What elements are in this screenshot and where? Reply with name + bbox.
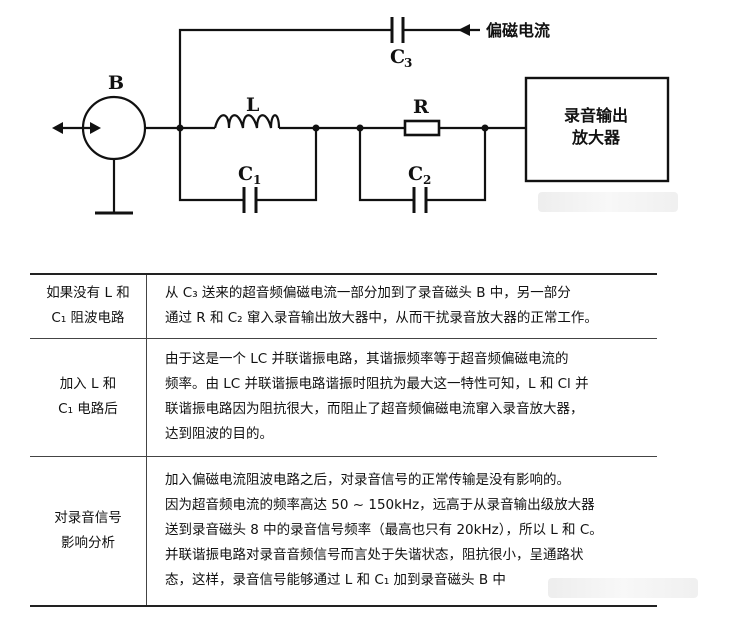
row-value: 由于这是一个 LC 并联谐振电路，其谐振频率等于超音频偏磁电流的频率。由 LC … [146,337,657,456]
junction-dot [176,124,184,132]
bias-current-label: 偏磁电流 [486,21,550,40]
double-arrow-icon [52,122,63,134]
amplifier-line2: 放大器 [571,128,621,147]
table-row: 对录音信号影响分析 加入偏磁电流阻波电路之后，对录音信号的正常传输是没有影响的。… [30,455,657,606]
amplifier-line1: 录音输出 [564,106,628,125]
inductor-coil [213,114,281,129]
junction-dot [356,124,364,132]
c3-sub: 3 [404,56,412,70]
blurred-watermark [538,192,678,212]
c1-label: C [238,163,253,185]
junction-dot [312,124,320,132]
inductor-label: L [246,94,259,116]
c2-sub: 2 [423,173,431,187]
row-key: 对录音信号影响分析 [30,455,147,606]
junction-dot [481,124,489,132]
resistor-symbol [403,119,441,137]
circuit-diagram: B L R C 3 C 1 C 2 偏磁电流 录音输出 放大器 [52,17,670,215]
c3-label: C [390,46,405,68]
arrow-left-icon [458,24,470,36]
c2-label: C [408,163,423,185]
row-value: 从 C₃ 送来的超音频偏磁电流一部分加到了录音磁头 B 中，另一部分通过 R 和… [146,273,657,338]
head-label: B [108,72,124,94]
resistor-label: R [413,96,429,118]
c1-sub: 1 [253,173,261,187]
row-value: 加入偏磁电流阻波电路之后，对录音信号的正常传输是没有影响的。因为超音频电流的频率… [146,455,657,606]
amplifier-box [524,76,670,183]
